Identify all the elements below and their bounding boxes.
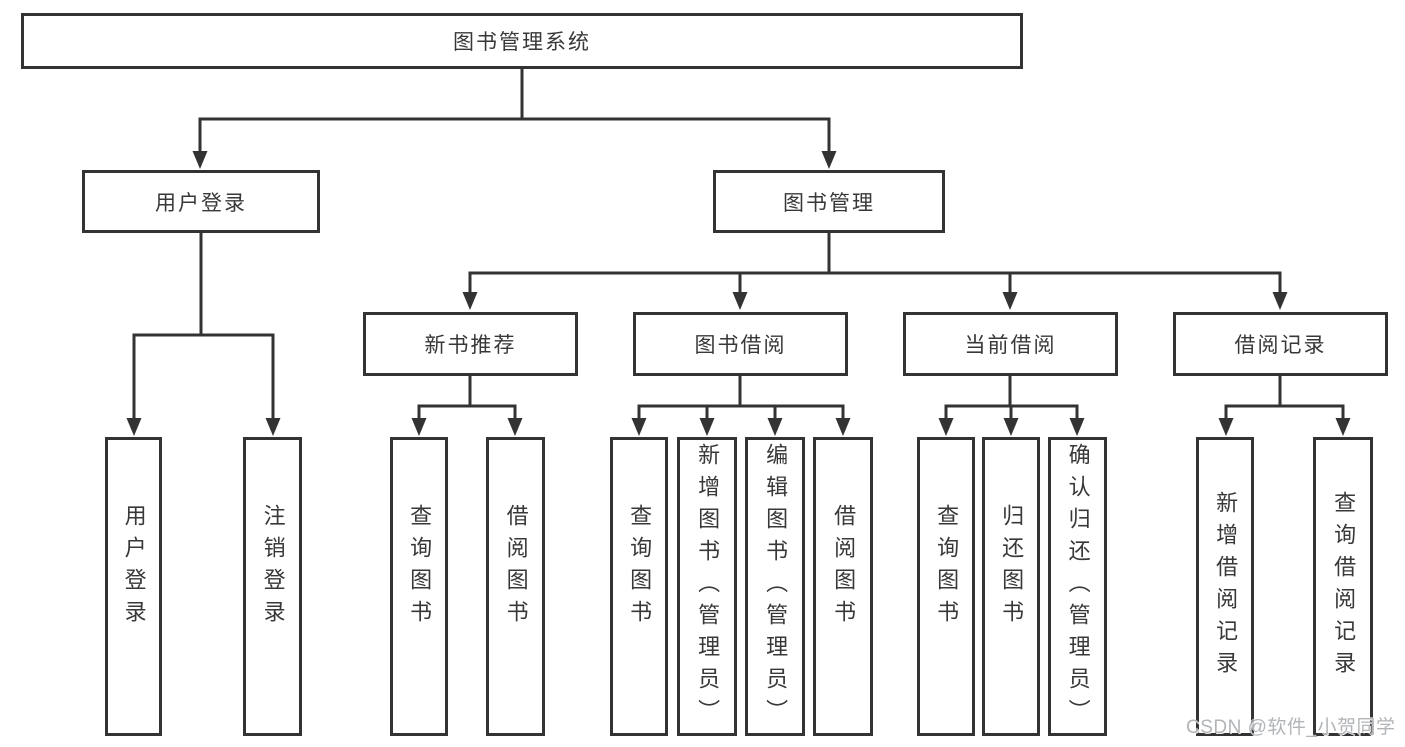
node-current-borrowing: 当前借阅 xyxy=(903,312,1118,376)
arrowhead-leaf-borrowing-add xyxy=(699,418,715,436)
arrowhead-leaf-records-query xyxy=(1335,418,1351,436)
node-root: 图书管理系统 xyxy=(21,13,1023,69)
leaf-current-confirm-return-label: 确认归还（管理员） xyxy=(1065,442,1091,731)
leaf-logout-label: 注销登录 xyxy=(260,503,286,632)
leaf-recommend-query-books: 查询图书 xyxy=(390,437,448,736)
leaf-current-query-books-label: 查询图书 xyxy=(934,503,960,632)
leaf-records-add-record: 新增借阅记录 xyxy=(1196,437,1254,736)
leaf-borrowing-add-books-label: 新增图书（管理员） xyxy=(695,442,721,731)
node-book-management-label: 图书管理 xyxy=(783,191,875,215)
leaf-borrowing-edit-books-label: 编辑图书（管理员） xyxy=(763,442,789,731)
arrowhead-book-management xyxy=(821,151,837,169)
leaf-current-confirm-return: 确认归还（管理员） xyxy=(1048,437,1107,736)
node-book-management: 图书管理 xyxy=(713,170,945,233)
leaf-current-return-books: 归还图书 xyxy=(982,437,1040,736)
node-new-book-recommend: 新书推荐 xyxy=(363,312,578,376)
arrowhead-leaf-user-login xyxy=(126,418,142,436)
leaf-current-return-books-label: 归还图书 xyxy=(999,503,1025,632)
leaf-user-login: 用户登录 xyxy=(105,437,162,736)
connector-records-branch xyxy=(1224,376,1345,420)
arrowhead-leaf-borrowing-borrow xyxy=(835,418,851,436)
connector-level3-branch xyxy=(468,233,1282,295)
leaf-borrowing-query-books-label: 查询图书 xyxy=(627,503,653,632)
node-root-label: 图书管理系统 xyxy=(453,31,591,54)
arrowhead-leaf-recommend-query xyxy=(411,418,427,436)
connector-current-branch xyxy=(944,376,1079,420)
node-current-borrowing-label: 当前借阅 xyxy=(964,334,1057,357)
node-book-borrowing: 图书借阅 xyxy=(633,312,848,376)
leaf-recommend-borrow-books: 借阅图书 xyxy=(486,437,545,736)
arrowhead-borrowing-records xyxy=(1272,292,1288,310)
leaf-borrowing-borrow-books-label: 借阅图书 xyxy=(831,503,857,632)
node-borrowing-records: 借阅记录 xyxy=(1173,312,1388,376)
leaf-user-login-label: 用户登录 xyxy=(121,503,147,632)
arrowhead-leaf-logout xyxy=(265,418,281,436)
arrowhead-book-borrowing xyxy=(732,292,748,310)
leaf-logout: 注销登录 xyxy=(243,437,302,736)
arrowhead-leaf-recommend-borrow xyxy=(507,418,523,436)
arrowhead-user-login xyxy=(192,151,208,169)
node-user-login: 用户登录 xyxy=(82,170,320,233)
leaf-borrowing-borrow-books: 借阅图书 xyxy=(813,437,873,736)
leaf-borrowing-add-books: 新增图书（管理员） xyxy=(677,437,737,736)
arrowhead-new-book-recommend xyxy=(462,292,478,310)
leaf-recommend-query-books-label: 查询图书 xyxy=(407,503,433,632)
leaf-borrowing-edit-books: 编辑图书（管理员） xyxy=(745,437,805,736)
csdn-watermark: CSDN @软件_小贺同学 xyxy=(1186,717,1396,738)
arrowhead-leaf-borrowing-query xyxy=(631,418,647,436)
node-new-book-recommend-label: 新书推荐 xyxy=(424,334,517,357)
arrowhead-leaf-borrowing-edit xyxy=(767,418,783,436)
node-borrowing-records-label: 借阅记录 xyxy=(1234,334,1327,357)
leaf-records-add-record-label: 新增借阅记录 xyxy=(1213,490,1239,683)
connector-level2-branch xyxy=(198,117,831,152)
connector-user-login-branch xyxy=(132,233,275,420)
arrowhead-leaf-current-confirm xyxy=(1069,418,1085,436)
leaf-records-query-record-label: 查询借阅记录 xyxy=(1331,490,1357,683)
arrowhead-leaf-records-add xyxy=(1218,418,1234,436)
leaf-borrowing-query-books: 查询图书 xyxy=(610,437,668,736)
arrowhead-current-borrowing xyxy=(1002,292,1018,310)
arrowhead-leaf-current-return xyxy=(1003,418,1019,436)
leaf-records-query-record: 查询借阅记录 xyxy=(1313,437,1373,736)
arrowhead-leaf-current-query xyxy=(938,418,954,436)
connector-borrowing-branch xyxy=(637,376,845,420)
connector-recommend-branch xyxy=(417,376,517,420)
leaf-recommend-borrow-books-label: 借阅图书 xyxy=(503,503,529,632)
node-book-borrowing-label: 图书借阅 xyxy=(694,334,787,357)
leaf-current-query-books: 查询图书 xyxy=(917,437,975,736)
node-user-login-label: 用户登录 xyxy=(155,191,247,215)
